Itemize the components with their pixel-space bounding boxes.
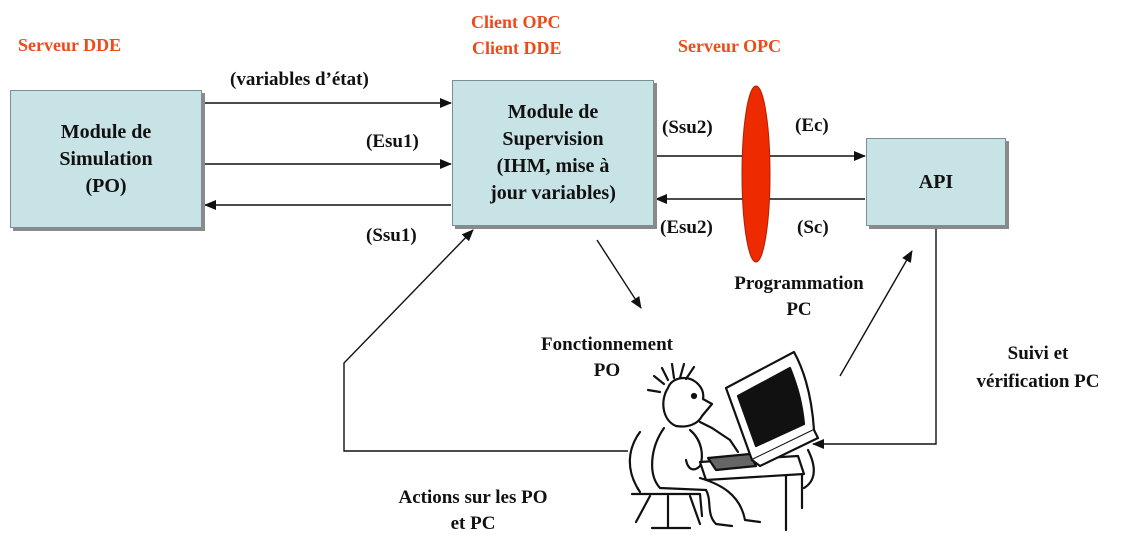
simulation-line-3: (PO) (85, 174, 127, 197)
label-monitoring: Suivi et vérification PC (953, 342, 1123, 394)
programming-line-1: Programmation (734, 273, 864, 294)
arrow-operation (596, 239, 642, 309)
programming-line-2: PC (786, 299, 812, 320)
supervision-line-2: Supervision (502, 128, 604, 150)
header-opc-server: Serveur OPC (678, 36, 782, 56)
opc-ellipse (741, 85, 771, 263)
box-supervision-module: Module de Supervision (IHM, mise à jour … (452, 80, 654, 226)
label-esu2: (Esu2) (660, 217, 713, 238)
actions-line-2: et PC (450, 513, 496, 534)
label-sc: (Sc) (797, 217, 829, 238)
header-dde-client: Client DDE (472, 38, 562, 58)
operation-line-2: PO (593, 360, 621, 381)
simulation-line-2: Simulation (59, 147, 153, 170)
monitoring-line-2: vérification PC (976, 371, 1100, 392)
label-actions: Actions sur les PO et PC (363, 486, 583, 536)
supervision-line-4: jour variables) (490, 182, 616, 204)
arrow-programming (839, 250, 913, 377)
actions-line-1: Actions sur les PO (398, 487, 548, 508)
arrow-monitoring (812, 226, 937, 449)
arrow-actions (343, 229, 628, 452)
label-operation: Fonctionnement PO (514, 333, 700, 383)
label-programming: Programmation PC (708, 272, 890, 322)
label-ssu1: (Ssu1) (366, 225, 417, 246)
operation-line-1: Fonctionnement (541, 334, 673, 355)
header-opc-client: Client OPC (471, 12, 561, 32)
user-at-computer-figure (628, 350, 820, 532)
api-label: API (918, 170, 954, 193)
supervision-line-3: (IHM, mise à (496, 155, 610, 177)
box-api: API (866, 138, 1006, 226)
label-esu1: (Esu1) (366, 131, 419, 152)
supervision-line-1: Module de (507, 101, 599, 123)
label-ec: (Ec) (795, 115, 829, 136)
label-state-variables: (variables d’état) (230, 69, 369, 90)
box-simulation-module: Module de Simulation (PO) (10, 90, 202, 228)
simulation-line-1: Module de (60, 120, 152, 143)
label-ssu2: (Ssu2) (662, 117, 713, 138)
monitoring-line-1: Suivi et (1007, 343, 1069, 364)
header-dde-server: Serveur DDE (18, 35, 122, 55)
